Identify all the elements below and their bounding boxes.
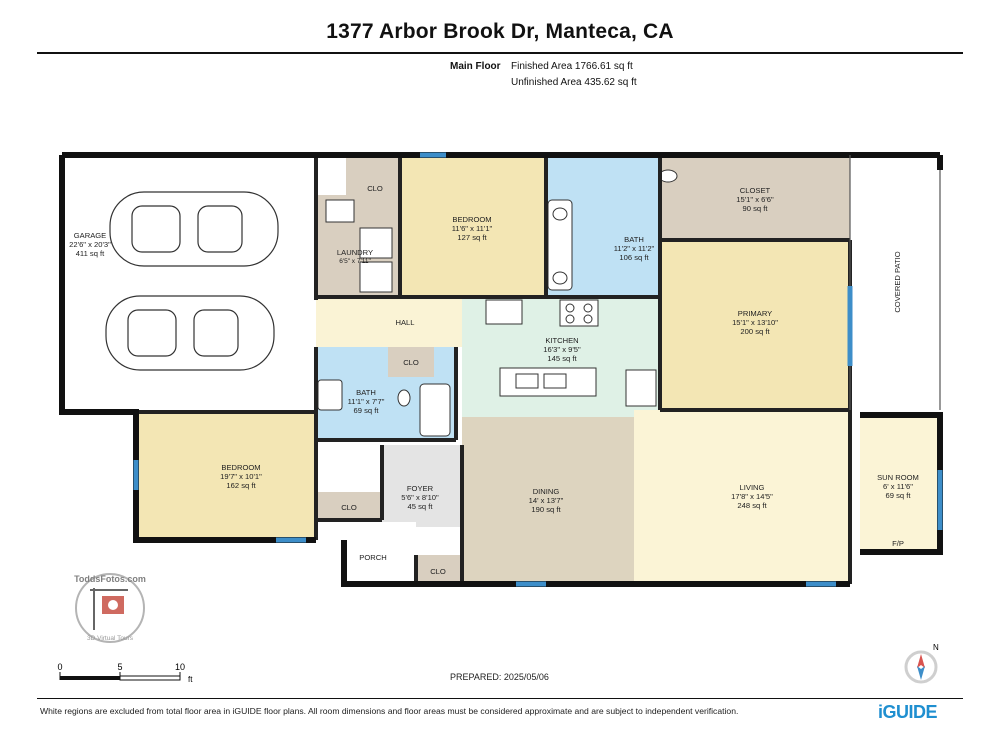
bedroom-top-dims: 11'6" x 11'1" bbox=[452, 224, 493, 233]
garage-label: GARAGE bbox=[74, 231, 107, 240]
kitchen-label: KITCHEN bbox=[545, 336, 578, 345]
unfinished-area: Unfinished Area 435.62 sq ft bbox=[511, 77, 637, 88]
kitchen-fixtures bbox=[485, 299, 657, 407]
living-dims: 17'8" x 14'5" bbox=[731, 492, 773, 501]
foyer-room bbox=[382, 445, 462, 527]
dining-dims: 14' x 13'7" bbox=[529, 496, 564, 505]
disclaimer-text: White regions are excluded from total fl… bbox=[40, 706, 739, 716]
watermark-brand: ToddsFotos.com bbox=[74, 574, 146, 584]
sun-room-label: SUN ROOM bbox=[877, 473, 919, 482]
watermark-tagline: 3D Virtual Tours bbox=[87, 635, 134, 642]
porch-label: PORCH bbox=[359, 553, 386, 562]
bedroom-top-area: 127 sq ft bbox=[457, 233, 487, 242]
prepared-date: PREPARED: 2025/05/06 bbox=[450, 672, 549, 682]
primary-area: 200 sq ft bbox=[740, 327, 770, 336]
living-room bbox=[634, 410, 850, 584]
scale-tick-0: 0 bbox=[57, 662, 62, 672]
porch-area bbox=[344, 522, 416, 584]
bath-mid-dims: 11'1" x 7'7" bbox=[348, 397, 385, 406]
scale-bar: 0 5 10 ft bbox=[57, 662, 193, 684]
bath-top-area: 106 sq ft bbox=[619, 253, 649, 262]
footer-rule bbox=[37, 698, 963, 699]
closet-top-label: CLO bbox=[367, 184, 383, 193]
kitchen-area: 145 sq ft bbox=[547, 354, 577, 363]
interior-walls bbox=[136, 155, 852, 584]
property-address-title: 1377 Arbor Brook Dr, Manteca, CA bbox=[326, 20, 674, 43]
sun-room-area: 69 sq ft bbox=[886, 491, 912, 500]
primary-dims: 15'1" x 13'10" bbox=[732, 318, 778, 327]
bedroom-top-room bbox=[400, 155, 546, 297]
bedroom-left-label: BEDROOM bbox=[221, 463, 260, 472]
primary-label: PRIMARY bbox=[738, 309, 772, 318]
bath-fixtures bbox=[317, 169, 678, 437]
closet-room bbox=[660, 155, 850, 240]
closet-foyer bbox=[316, 492, 382, 520]
scale-tick-5: 5 bbox=[117, 662, 122, 672]
fireplace-label: F/P bbox=[892, 539, 904, 548]
bedroom-left-dims: 19'7" x 10'1" bbox=[220, 472, 262, 481]
closet-hall bbox=[388, 347, 434, 377]
foyer-dims: 5'6" x 8'10" bbox=[401, 493, 439, 502]
laundry-dims: 6'5" x 7'11" bbox=[339, 258, 371, 265]
sun-room-dims: 6' x 11'6" bbox=[883, 482, 913, 491]
living-area: 248 sq ft bbox=[737, 501, 767, 510]
sun-room bbox=[860, 415, 940, 552]
garage-room bbox=[62, 155, 340, 410]
dining-room bbox=[462, 417, 634, 584]
garage-area: 411 sq ft bbox=[76, 249, 105, 258]
bedroom-top-label: BEDROOM bbox=[452, 215, 491, 224]
bath-mid-label: BATH bbox=[356, 388, 376, 397]
hall-label: HALL bbox=[396, 318, 415, 327]
patio-outline bbox=[849, 155, 941, 410]
primary-room bbox=[660, 240, 850, 410]
compass-icon: N bbox=[904, 643, 939, 684]
foyer-area: 45 sq ft bbox=[408, 502, 434, 511]
finished-area: Finished Area 1766.61 sq ft bbox=[511, 61, 633, 72]
closet-top bbox=[346, 155, 400, 197]
floor-label: Main Floor bbox=[450, 61, 501, 72]
todds-fotos-watermark: ToddsFotos.com 3D Virtual Tours bbox=[74, 573, 146, 643]
dining-area: 190 sq ft bbox=[531, 505, 561, 514]
compass-north: N bbox=[933, 643, 939, 652]
scale-tick-10: 10 bbox=[175, 662, 185, 672]
exterior-walls bbox=[59, 152, 943, 587]
iguide-logo: iGUIDE bbox=[878, 702, 938, 722]
foyer-label: FOYER bbox=[407, 484, 434, 493]
bedroom-left-area: 162 sq ft bbox=[226, 481, 256, 490]
bath-top-dims: 11'2" x 11'2" bbox=[614, 244, 655, 253]
closet-label: CLOSET bbox=[740, 186, 771, 195]
covered-patio-label: COVERED PATIO bbox=[893, 251, 902, 312]
kitchen-dims: 16'3" x 9'5" bbox=[543, 345, 581, 354]
hall-room bbox=[316, 297, 486, 347]
bath-top-label: BATH bbox=[624, 235, 644, 244]
garage-dims: 22'6" x 20'3" bbox=[69, 240, 111, 249]
dining-label: DINING bbox=[533, 487, 560, 496]
bath-mid-area: 69 sq ft bbox=[354, 406, 380, 415]
closet-area: 90 sq ft bbox=[743, 204, 769, 213]
bedroom-left-room bbox=[136, 412, 316, 540]
closet-porch-label: CLO bbox=[430, 567, 446, 576]
garage-cars bbox=[105, 191, 279, 371]
closet-hall-label: CLO bbox=[403, 358, 419, 367]
closet-dims: 15'1" x 6'6" bbox=[736, 195, 774, 204]
header-rule bbox=[37, 52, 963, 54]
closet-porch bbox=[416, 555, 462, 584]
windows bbox=[133, 152, 943, 587]
living-label: LIVING bbox=[740, 483, 765, 492]
scale-unit: ft bbox=[188, 675, 193, 684]
closet-foyer-label: CLO bbox=[341, 503, 357, 512]
laundry-label: LAUNDRY bbox=[337, 248, 373, 257]
